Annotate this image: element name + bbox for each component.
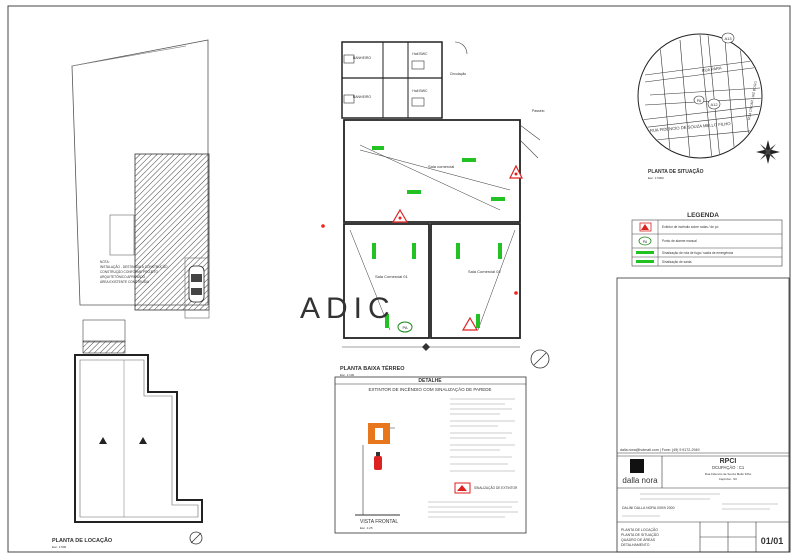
sheet-border — [7, 5, 791, 553]
firm-name: dalla nora — [622, 476, 658, 485]
sheet-info-3: DETALHAMENTO — [621, 543, 650, 547]
legend-item-2: Sinalização de rota de fuga / saída de e… — [662, 251, 733, 255]
exit-signs — [372, 146, 505, 328]
map-scale: Esc. 1:5000 — [648, 176, 664, 180]
legend-exit-arrow-icon — [636, 251, 654, 254]
north-arrow-mini — [99, 437, 107, 444]
detail-text-lines — [428, 398, 518, 518]
room-label-hall-b: Hall BWC — [412, 89, 428, 93]
sheet-info-0: PLANTA DE LOCAÇÃO — [621, 527, 658, 532]
room-label-hall-a: Hall BWC — [412, 52, 428, 56]
detail-view-title: VISTA FRONTAL — [360, 519, 398, 525]
floor-plan-title: PLANTA BAIXA TÉRREO — [340, 364, 405, 372]
red-dot — [514, 291, 518, 295]
site-plan: NOTA: INSTALAÇÃO - DESTINADA À CONSTRUÇÃ… — [52, 39, 210, 549]
map-label-a12: A12 — [710, 102, 718, 107]
room-label-01: Sala Comercial 01 — [375, 274, 408, 279]
address-line2: Capinzal - SC — [719, 477, 738, 481]
sink-icon — [411, 60, 425, 70]
map-street-east: RUA OSCAR LUIZ BOGO — [747, 80, 758, 120]
floor-plan-scale: Esc. 1:100 — [340, 373, 355, 377]
extinguisher-marker — [461, 316, 479, 331]
room-label-02: Sala Comercial 02 — [468, 269, 501, 274]
firm-logo: dalla nora — [620, 458, 660, 486]
svg-text:PA: PA — [643, 240, 648, 244]
title-block-text-lines — [622, 493, 778, 517]
location-map: A12 A13 PA RUA FIDENCIO DE SOUZA MELLO F… — [637, 32, 780, 180]
site-note-line-4: ÁREA EXISTENTE CONSTRUÍDA — [100, 280, 150, 284]
legend: LEGENDA PA Extintor de incêndio sobre ro… — [631, 212, 783, 267]
commercial-room-02 — [430, 223, 521, 339]
map-street-north: RUA PARA — [701, 65, 722, 73]
floor-plan: BANHEIRO BANHEIRO Hall BWC Hall BWC Circ… — [321, 41, 550, 377]
svg-text:PA: PA — [402, 325, 407, 330]
main-commercial-room — [343, 119, 521, 223]
site-plan-title: PLANTA DE LOCAÇÃO — [52, 537, 113, 544]
detail-callout-icon — [454, 482, 471, 494]
legend-item-0: Extintor de incêndio sobre rodas / de pó — [662, 225, 719, 229]
legend-exit-arrow-icon — [636, 260, 654, 263]
detail-view-scale: Esc. 1:25 — [360, 526, 373, 530]
north-symbol — [530, 349, 550, 369]
extinguisher-marker — [391, 208, 409, 223]
site-note-line-0: NOTA: — [100, 260, 110, 264]
detail-box: DETALHE EXTINTOR DE INCÊNDIO COM SINALIZ… — [334, 376, 527, 534]
legend-item-3: Sinalização de saída — [662, 260, 692, 264]
legend-extinguisher-icon — [639, 222, 652, 232]
commercial-room-01 — [343, 223, 430, 339]
toilet-icon — [343, 94, 355, 104]
occupancy: OCUPAÇÃO : C1 — [712, 465, 745, 470]
red-dot — [321, 224, 325, 228]
north-symbol — [189, 531, 203, 545]
room-label-passeio: Passeio — [532, 109, 545, 113]
map-title: PLANTA DE SITUAÇÃO — [648, 168, 704, 175]
detail-callout: SINALIZAÇÃO DE EXTINTOR — [474, 485, 518, 490]
room-label-main: Sala comercial — [428, 164, 454, 169]
room-label-circ: Circulação — [450, 72, 467, 76]
sink-icon — [411, 97, 425, 107]
author: DALINI DALLA NORA 009/9 2000 — [622, 506, 675, 510]
extinguisher-marker — [509, 164, 523, 179]
detail-header: DETALHE — [418, 378, 442, 384]
watermark: ADIC — [300, 292, 396, 325]
site-plan-scale: Esc. 1:500 — [52, 545, 67, 549]
legend-item-1: Ponto de alarme manual — [662, 239, 697, 243]
sheet-info-2: QUADRO DE ÁREAS — [621, 538, 656, 542]
detail-subtitle: EXTINTOR DE INCÊNDIO COM SINALIZAÇÃO DE … — [368, 385, 491, 392]
site-note-line-1: INSTALAÇÃO - DESTINADA À CONSTRUÇÃO — [100, 264, 168, 269]
map-label-pa: PA — [697, 99, 702, 103]
extinguisher-icon — [374, 452, 382, 470]
legend-title: LEGENDA — [687, 212, 719, 219]
address-line1: Rua Fidencio de Souza Mello Filho — [705, 472, 752, 476]
contact-info: dalla.nora@hotmail.com | Fone: (49) 9 91… — [620, 448, 700, 452]
toilet-icon — [343, 54, 355, 64]
title-block: dalla.nora@hotmail.com | Fone: (49) 9 91… — [616, 277, 790, 553]
site-note-line-3: ARQUITETÔNICO APROVADO — [100, 274, 146, 279]
bathroom-block — [341, 41, 443, 119]
alarm-point-badge: PA — [397, 321, 413, 333]
map-label-a13: A13 — [724, 36, 732, 41]
compass-rose-icon — [756, 140, 780, 164]
room-label-wc-a: BANHEIRO — [353, 56, 372, 60]
car-icon — [188, 265, 205, 303]
sheet-number: 01/01 — [761, 536, 784, 546]
main-building — [74, 354, 203, 523]
site-note-line-2: CONSTRUÇÃO CONFORME PROJETO — [100, 269, 159, 274]
legend-alarm-icon: PA — [638, 236, 652, 246]
sheet-info-1: PLANTA DE SITUAÇÃO — [621, 532, 659, 537]
room-label-wc-b: BANHEIRO — [353, 95, 372, 99]
project-name: RPCI — [720, 458, 737, 465]
